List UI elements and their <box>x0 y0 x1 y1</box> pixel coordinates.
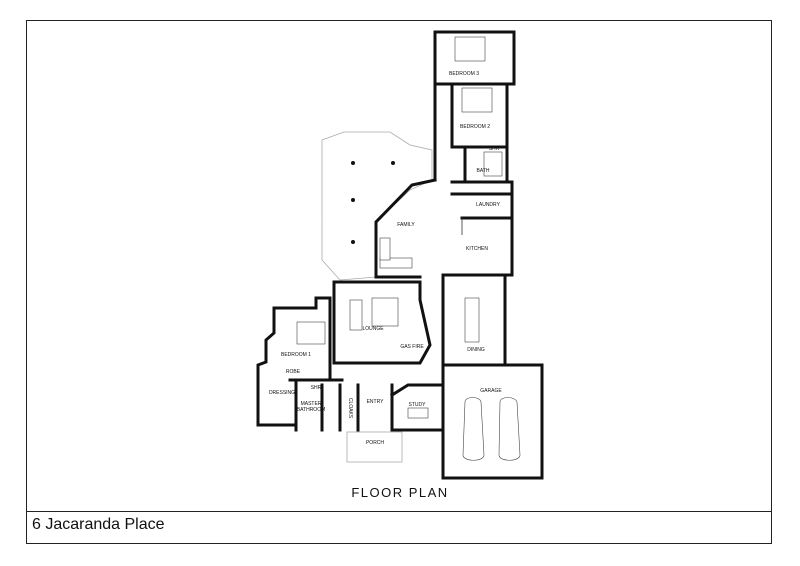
room-label-master-bathroom-line2: BATHROOM <box>297 407 326 413</box>
property-address: 6 Jacaranda Place <box>32 516 165 533</box>
room-label-lounge: LOUNGE <box>362 326 384 332</box>
entry-walls <box>338 383 445 432</box>
porch-outline <box>346 431 403 463</box>
outdoor-deck <box>321 131 433 281</box>
bathtub <box>483 151 503 177</box>
room-label-laundry: LAUNDRY <box>476 202 500 208</box>
deck-post <box>351 198 355 202</box>
deck-post <box>351 240 355 244</box>
deck-post <box>351 161 355 165</box>
bed <box>454 36 486 62</box>
sofa <box>379 257 413 269</box>
drawing-frame <box>26 20 772 544</box>
room-label-bedroom-1: BEDROOM 1 <box>281 352 311 358</box>
dining-table <box>464 297 480 343</box>
car <box>498 397 521 461</box>
car <box>462 397 485 461</box>
family-walls <box>374 178 437 279</box>
coffee-table <box>371 297 399 327</box>
bedroom1-walls <box>256 296 344 432</box>
room-label-bedroom-3: BEDROOM 3 <box>449 71 479 77</box>
room-label-porch: PORCH <box>366 440 384 446</box>
room-label-dining: DINING <box>467 347 485 353</box>
garage-walls <box>441 363 544 480</box>
deck-post <box>391 161 395 165</box>
room-label-master-bathroom-line1: MASTER <box>301 401 322 407</box>
fixture-label-master-shower: SHR <box>311 385 322 391</box>
room-label-kitchen: KITCHEN <box>466 246 488 252</box>
fixture-label-gas-fire: GAS FIRE <box>400 344 424 350</box>
room-label-dressing: DRESSING <box>269 390 295 396</box>
kitchen-laundry-walls <box>441 180 514 277</box>
room-label-entry: ENTRY <box>367 399 385 405</box>
sofa <box>379 237 391 261</box>
room-label-study: STUDY <box>409 402 427 408</box>
bedroom-wing-walls <box>433 30 516 184</box>
plan-title: FLOOR PLAN <box>351 485 449 500</box>
room-label-family: FAMILY <box>397 222 415 228</box>
fixture-label-shower: SHR <box>489 146 500 152</box>
room-label-bedroom-2: BEDROOM 2 <box>460 124 490 130</box>
bed <box>461 87 493 113</box>
title-block-divider <box>27 511 771 512</box>
room-label-garage: GARAGE <box>480 388 502 394</box>
desk <box>407 407 429 419</box>
room-label-cloaks: CLOAKS <box>347 398 353 419</box>
lounge-walls <box>332 280 432 365</box>
room-label-bath: BATH <box>477 168 490 174</box>
fixture-label-robe: ROBE <box>286 369 301 375</box>
sofa <box>349 299 363 331</box>
bed <box>296 321 326 345</box>
